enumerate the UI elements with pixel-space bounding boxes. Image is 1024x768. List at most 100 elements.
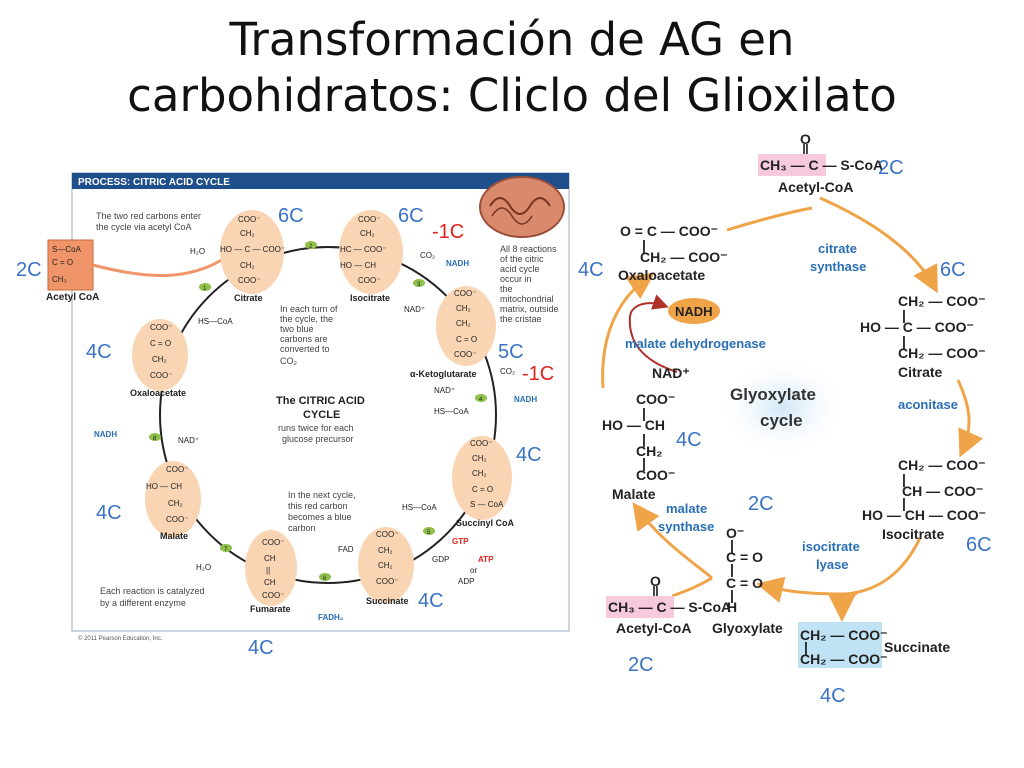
gly-isocitrate-label: Isocitrate: [882, 526, 944, 542]
glyoxylate-carbon-annotations: 2C 4C 6C 4C 2C 6C 2C 4C: [578, 157, 992, 707]
svg-text:CH₃ — C — S-CoA: CH₃ — C — S-CoA: [760, 157, 883, 173]
svg-text:2: 2: [309, 244, 313, 250]
anno-gly-acetyl2-2c: 2C: [628, 654, 654, 676]
svg-text:HO — C — COO⁻: HO — C — COO⁻: [860, 319, 974, 335]
turn-text-3: two blue: [280, 324, 314, 334]
svg-text:COO⁻: COO⁻: [454, 350, 476, 359]
catalyzed-text-1: Each reaction is catalyzed: [100, 586, 205, 596]
svg-text:CH₂: CH₂: [472, 469, 487, 478]
node-oxaloacetate: COO⁻ C = O CH₂ COO⁻ Oxaloacetate: [130, 319, 188, 398]
carbon-annotations: 6C 6C -1C 2C 5C -1C 4C 4C 4C 4C 4C: [16, 205, 554, 659]
arrow-to-succinate: [828, 590, 859, 622]
gly-malate-label: Malate: [612, 486, 656, 502]
svg-text:8: 8: [153, 436, 157, 442]
nadh-2: NADH: [514, 395, 537, 404]
gly-citrate-label: Citrate: [898, 364, 943, 380]
svg-text:COO⁻: COO⁻: [238, 215, 260, 224]
turn-text-2: the cycle, the: [280, 314, 333, 324]
svg-text:CH₂: CH₂: [152, 355, 167, 364]
svg-text:|: |: [902, 495, 906, 511]
svg-text:HO — CH: HO — CH: [146, 482, 182, 491]
next-text-2: this red carbon: [288, 501, 348, 511]
svg-text:7: 7: [224, 547, 228, 553]
svg-text:CH₂: CH₂: [456, 304, 471, 313]
arrow-citrate-synthase: [819, 196, 938, 294]
co2-2: CO₂: [500, 367, 515, 376]
fumarate-label: Fumarate: [250, 604, 291, 614]
node-isocitrate: COO⁻ CH₂ HC — COO⁻ HO — CH COO⁻ Isocitra…: [339, 210, 403, 303]
malate-dehydrogenase-label: malate dehydrogenase: [625, 336, 766, 351]
svg-text:COO⁻: COO⁻: [636, 391, 675, 407]
anno-acetyl-2c: 2C: [16, 259, 42, 281]
svg-text:CH: CH: [264, 554, 276, 563]
svg-text:1: 1: [203, 286, 207, 292]
turn-text-4: carbons are: [280, 334, 328, 344]
succinate-highlight: [798, 622, 882, 668]
intro-text-2: the cycle via acetyl CoA: [96, 222, 192, 232]
h2o-1: H₂O: [190, 247, 205, 256]
panel-border: [71, 172, 570, 632]
malate-label: Malate: [160, 531, 188, 541]
anno-gly-glyoxylate-2c: 2C: [748, 493, 774, 515]
svg-text:|: |: [642, 405, 646, 421]
aconitase-label: aconitase: [898, 397, 958, 412]
panel-header: PROCESS: CITRIC ACID CYCLE: [78, 177, 230, 188]
citrate-synthase-2: synthase: [810, 259, 866, 274]
nadplus-3: NAD⁺: [178, 436, 199, 445]
acetyl-entry-path: [92, 256, 226, 277]
fad: FAD: [338, 545, 354, 554]
svg-text:S—CoA: S—CoA: [52, 245, 82, 254]
mito-text-3: acid cycle: [500, 264, 540, 274]
anno-succinate-4c: 4C: [418, 590, 444, 612]
svg-text:COO⁻: COO⁻: [376, 577, 398, 586]
svg-text:C = O: C = O: [472, 485, 493, 494]
malate-synthase-2: synthase: [658, 519, 714, 534]
nadh-1: NADH: [446, 259, 469, 268]
nadh-3: NADH: [94, 430, 117, 439]
gly-acetyl-coa2-label: Acetyl-CoA: [616, 620, 691, 636]
svg-text:C = O: C = O: [150, 339, 171, 348]
h2o-2: H₂O: [196, 563, 211, 572]
svg-text:6: 6: [323, 576, 327, 582]
anno-malate-4c: 4C: [96, 502, 122, 524]
svg-text:CH₂: CH₂: [456, 319, 471, 328]
svg-text:CH₂: CH₂: [378, 546, 393, 555]
svg-text:C = O: C = O: [726, 575, 763, 591]
svg-text:|: |: [730, 537, 734, 553]
hscoa-2: HS—CoA: [434, 407, 469, 416]
svg-text:‖: ‖: [652, 583, 659, 599]
svg-text:CH₂ — COO⁻: CH₂ — COO⁻: [898, 457, 986, 473]
gly-oxaloacetate-label: Oxaloacetate: [618, 267, 705, 283]
svg-text:CH₃: CH₃: [52, 275, 67, 284]
svg-text:COO⁻: COO⁻: [262, 538, 284, 547]
mito-text-5: the: [500, 284, 513, 294]
svg-text:C = O: C = O: [52, 258, 73, 267]
slide-title: Transformación de AG en carbohidratos: C…: [0, 12, 1024, 124]
arrow-to-glyoxylate: [756, 576, 846, 603]
svg-text:COO⁻: COO⁻: [166, 515, 188, 524]
svg-text:HO — CH: HO — CH: [340, 261, 376, 270]
glyoxylate-center-1: Glyoxylate: [730, 385, 816, 404]
acetyl-coa-bottom-highlight: [606, 596, 674, 618]
anno-gly-acetyl-2c: 2C: [878, 157, 904, 179]
svg-text:‖: ‖: [802, 141, 809, 157]
next-text-3: becomes a blue: [288, 512, 352, 522]
anno-keto-5c: 5C: [498, 341, 524, 363]
gly-nadh: NADH: [675, 304, 713, 319]
svg-text:CH₃ — C — S-CoA: CH₃ — C — S-CoA: [608, 599, 731, 615]
catalyzed-text-2: by a different enzyme: [100, 598, 186, 608]
citrate-label: Citrate: [234, 293, 263, 303]
svg-text:HO — CH: HO — CH: [602, 417, 665, 433]
svg-text:CH₂ — COO⁻: CH₂ — COO⁻: [898, 293, 986, 309]
step-badges: 1 2 3 4 5 6 7 8: [149, 241, 487, 582]
anno-minus1c-a: -1C: [432, 221, 464, 243]
anno-gly-malate-4c: 4C: [676, 429, 702, 451]
arrow-malate-synthase: [632, 502, 713, 580]
svg-text:S — CoA: S — CoA: [470, 500, 504, 509]
glyoxylate-center-2: cycle: [760, 411, 803, 430]
title-line-1: Transformación de AG en: [229, 13, 795, 66]
nadplus-1: NAD⁺: [404, 305, 425, 314]
svg-text:CH₂: CH₂: [360, 229, 375, 238]
svg-text:HO — C — COO⁻: HO — C — COO⁻: [220, 245, 285, 254]
